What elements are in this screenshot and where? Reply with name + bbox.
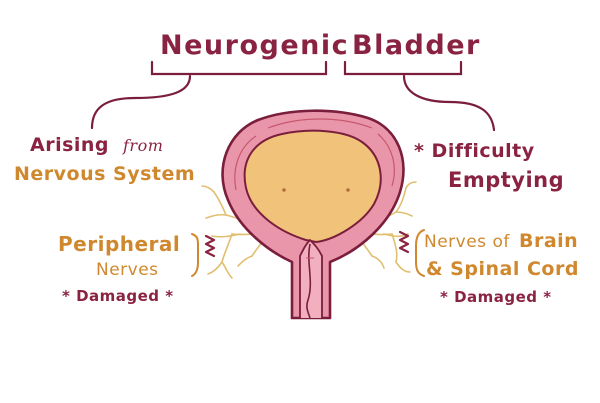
right-spinal-cord-label: & Spinal Cord (426, 258, 579, 280)
title-word-neurogenic: Neurogenic (160, 30, 350, 61)
right-nerves-of-label: Nerves of (424, 232, 510, 252)
left-peripheral-label: Peripheral (58, 232, 181, 256)
left-damage-mark (204, 234, 216, 258)
left-nervous-system-label: Nervous System (14, 163, 196, 185)
bladder-content (243, 129, 382, 244)
title-bracket-left (150, 60, 328, 76)
connector-right (402, 74, 496, 132)
title-word-bladder: Bladder (352, 30, 481, 61)
left-damaged-label: * Damaged * (62, 287, 174, 305)
ureter-opening-right (346, 188, 350, 192)
right-text-bracket (415, 229, 425, 277)
title-bracket-right (343, 60, 463, 76)
left-text-bracket (191, 233, 199, 277)
left-from-label: from (123, 136, 164, 155)
right-brain-label: Brain (519, 230, 579, 252)
connector-left (90, 74, 192, 130)
ureter-opening-left (282, 188, 286, 192)
right-emptying-label: Emptying (448, 168, 565, 192)
right-difficulty-label: * Difficulty (414, 140, 535, 162)
right-damage-mark (398, 230, 410, 254)
urethra (299, 238, 323, 318)
bladder (221, 109, 405, 320)
left-nerves-label: Nerves (96, 260, 159, 280)
right-damaged-label: * Damaged * (440, 288, 552, 306)
left-arising-label: Arising (30, 134, 110, 156)
